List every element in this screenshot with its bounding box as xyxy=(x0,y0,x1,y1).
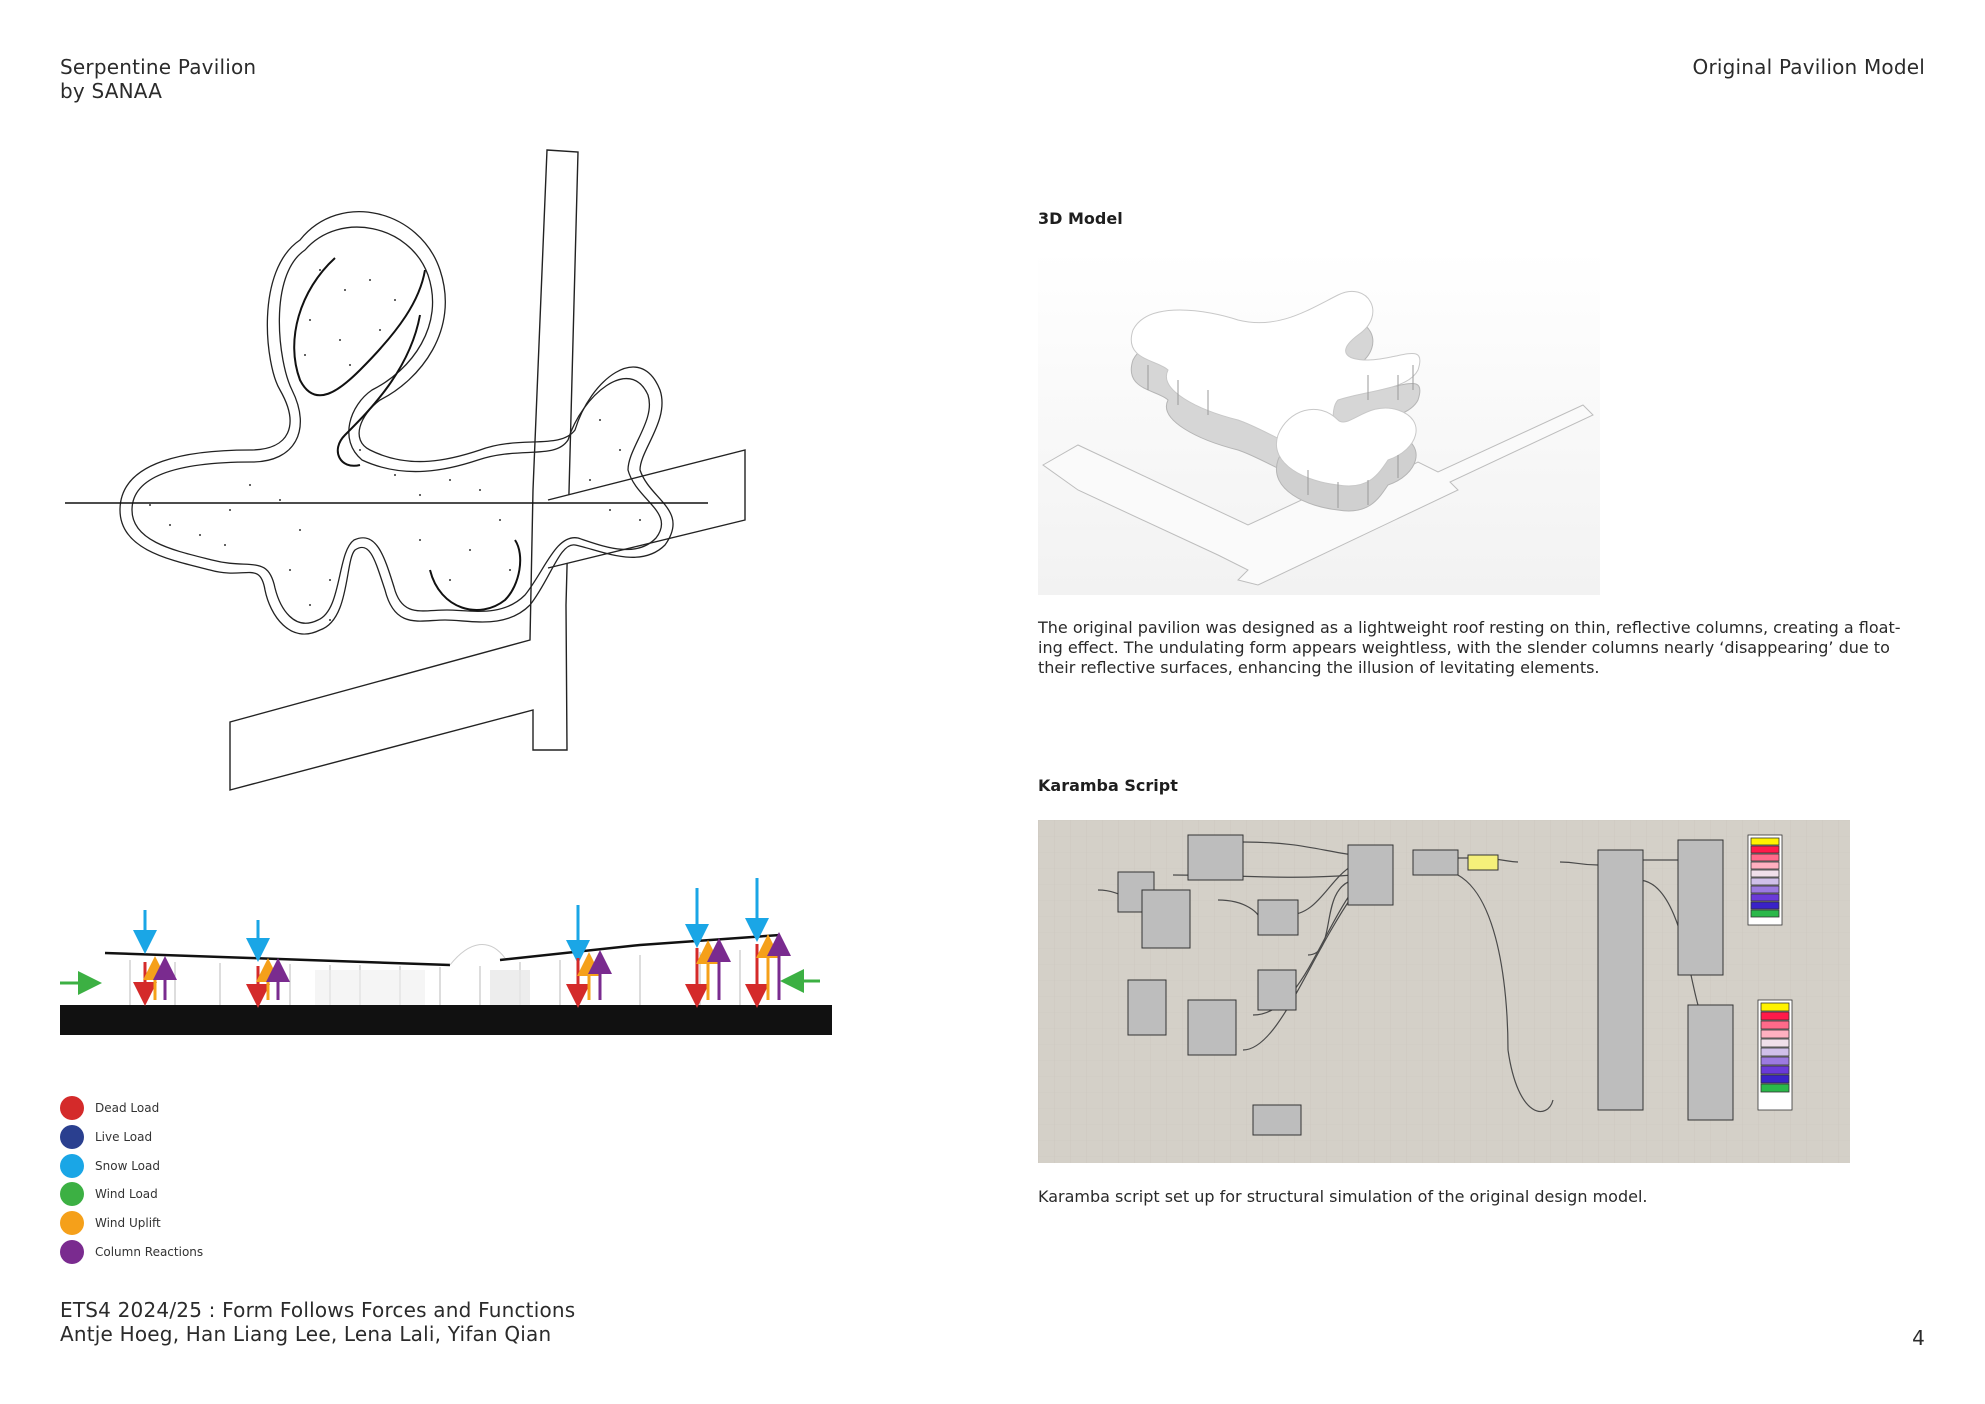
load-section-diagram xyxy=(60,878,832,1035)
model-description-line: The original pavilion was designed as a … xyxy=(1038,618,1901,637)
legend-label: Column Reactions xyxy=(95,1245,204,1259)
script-section-heading: Karamba Script xyxy=(1038,776,1178,795)
legend-dot-column-reactions xyxy=(60,1240,84,1264)
legend-item-wind-uplift: Wind Uplift xyxy=(60,1211,161,1235)
model-render-image xyxy=(1038,250,1600,595)
karamba-script-image xyxy=(1038,820,1850,1163)
model-section-heading: 3D Model xyxy=(1038,209,1123,228)
header-title-line1: Serpentine Pavilion xyxy=(60,55,257,79)
model-description-line: their reflective surfaces, enhancing the… xyxy=(1038,658,1600,677)
legend-dot-snow-load xyxy=(60,1154,84,1178)
pavilion-plan-drawing xyxy=(65,149,746,791)
footer-course: ETS4 2024/25 : Form Follows Forces and F… xyxy=(60,1298,576,1322)
page-number: 4 xyxy=(1912,1326,1925,1350)
header-title-line2: by SANAA xyxy=(60,79,163,103)
header-title: Serpentine Pavilion by SANAA xyxy=(60,55,256,103)
model-description-line: ing effect. The undulating form appears … xyxy=(1038,638,1890,657)
model-description: The original pavilion was designed as a … xyxy=(1038,618,1908,678)
legend-item-dead-load: Dead Load xyxy=(60,1096,159,1120)
legend-item-live-load: Live Load xyxy=(60,1125,152,1149)
legend-dot-dead-load xyxy=(60,1096,84,1120)
footer-authors: Antje Hoeg, Han Liang Lee, Lena Lali, Yi… xyxy=(60,1322,552,1346)
legend-dot-wind-load xyxy=(60,1182,84,1206)
script-caption: Karamba script set up for structural sim… xyxy=(1038,1187,1648,1206)
header-right-title: Original Pavilion Model xyxy=(1692,55,1925,79)
legend-label: Wind Load xyxy=(95,1187,158,1201)
legend-label: Dead Load xyxy=(95,1101,160,1115)
footer-credits: ETS4 2024/25 : Form Follows Forces and F… xyxy=(60,1298,575,1346)
legend-label: Wind Uplift xyxy=(95,1216,161,1230)
legend-item-snow-load: Snow Load xyxy=(60,1154,160,1178)
legend-label: Snow Load xyxy=(95,1159,160,1173)
legend-item-column-reactions: Column Reactions xyxy=(60,1240,203,1264)
legend-dot-live-load xyxy=(60,1125,84,1149)
legend-item-wind-load: Wind Load xyxy=(60,1182,158,1206)
legend-label: Live Load xyxy=(95,1130,153,1144)
legend-dot-wind-uplift xyxy=(60,1211,84,1235)
